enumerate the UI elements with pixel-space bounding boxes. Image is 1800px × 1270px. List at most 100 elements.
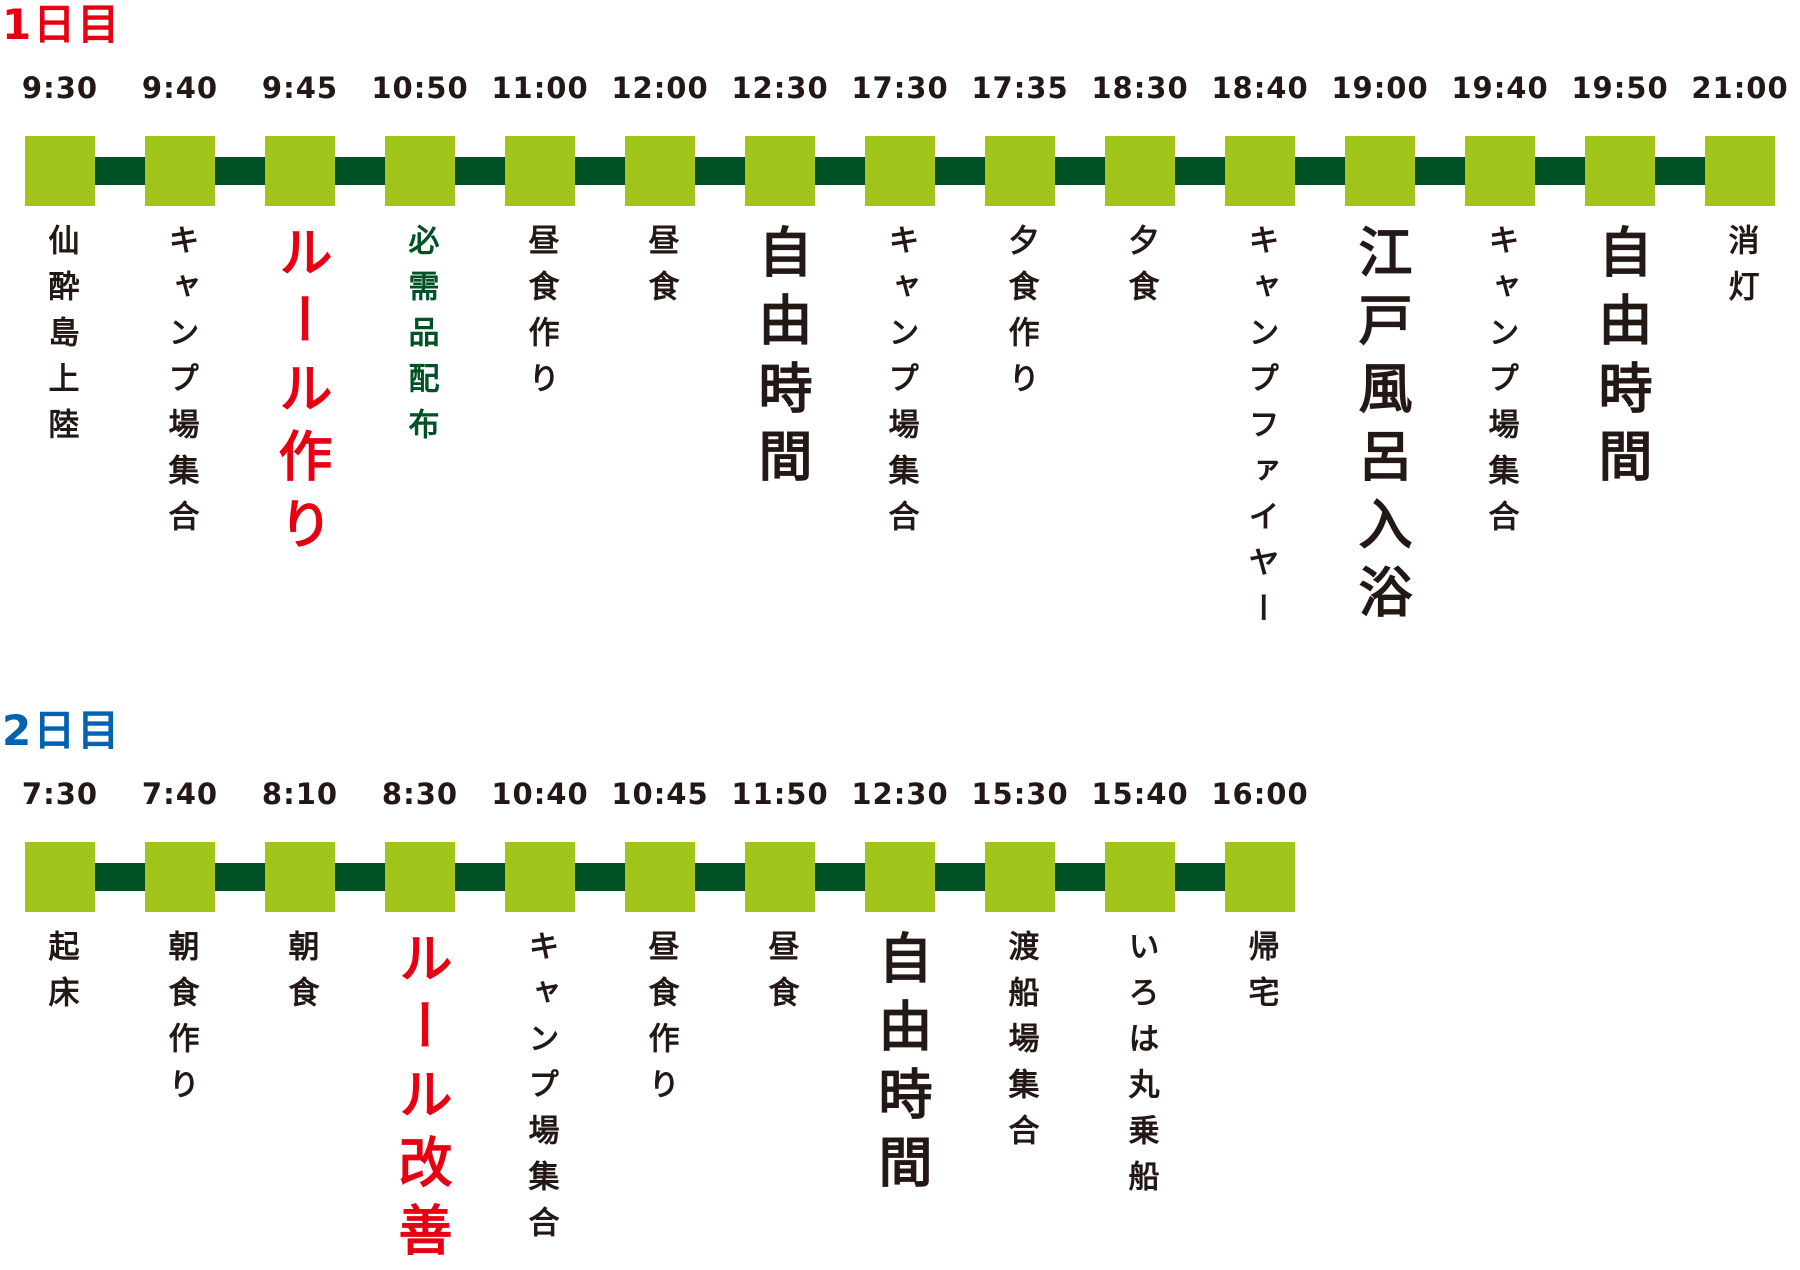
stop-node xyxy=(1705,136,1775,206)
stop-node xyxy=(145,842,215,912)
stop-time: 15:30 xyxy=(971,777,1069,811)
stop-label: 江戸風呂入浴 xyxy=(1320,224,1440,632)
stop-label-text: 自由時間 xyxy=(869,930,932,1202)
day-1-title: 1日目 xyxy=(2,0,122,49)
stop-label-text: 起床 xyxy=(42,930,79,1022)
stop-time: 12:30 xyxy=(731,71,829,105)
stop-node xyxy=(1105,136,1175,206)
stop-label: 昼食作り xyxy=(480,224,600,408)
stop-label: 昼食 xyxy=(600,224,720,316)
stop-node xyxy=(745,842,815,912)
stop-node xyxy=(745,136,815,206)
stop-node xyxy=(625,842,695,912)
stop-time: 11:00 xyxy=(491,71,589,105)
stop-label-text: 昼食作り xyxy=(522,224,559,408)
stop-time: 9:40 xyxy=(141,71,219,105)
stop-time: 10:45 xyxy=(611,777,709,811)
day-2-timeline: 7:30 起床 7:40 朝食作り 8:10 朝食 8:30 ルール改善 10:40 キャンプ場集… xyxy=(0,777,1777,1270)
stop-label: キャンプ場集合 xyxy=(840,224,960,546)
stop-node xyxy=(1465,136,1535,206)
stop-label-text: 昼食 xyxy=(762,930,799,1022)
stop-label-text: 消灯 xyxy=(1722,224,1759,316)
stop-time: 19:40 xyxy=(1451,71,1549,105)
stop-label: キャンプファイヤー xyxy=(1200,224,1320,638)
day-1-timeline: 9:30 仙酔島上陸 9:40 キャンプ場集合 9:45 ルール作り 10:50 必需品配布 1… xyxy=(0,71,1788,639)
stop-label: 昼食 xyxy=(720,930,840,1022)
stop-label-text: キャンプ場集合 xyxy=(1482,224,1519,546)
stop-time: 9:45 xyxy=(261,71,339,105)
stop-label-text: 帰宅 xyxy=(1242,930,1279,1022)
stop-label-text: 自由時間 xyxy=(749,224,812,496)
stop-label: 朝食作り xyxy=(120,930,240,1114)
stop-label-text: キャンプ場集合 xyxy=(162,224,199,546)
stop-label: 必需品配布 xyxy=(360,224,480,454)
stop-node xyxy=(1225,842,1295,912)
stop-label: 夕食作り xyxy=(960,224,1080,408)
stop-node xyxy=(1585,136,1655,206)
stop-time: 16:00 xyxy=(1211,777,1309,811)
stop-label-text: キャンプファイヤー xyxy=(1242,224,1279,638)
day-2-title: 2日目 xyxy=(2,706,122,755)
stop-time: 12:00 xyxy=(611,71,709,105)
stop-node xyxy=(25,842,95,912)
stop-label-text: 仙酔島上陸 xyxy=(42,224,79,454)
stop-time: 9:30 xyxy=(21,71,99,105)
stop-node xyxy=(385,842,455,912)
stop-label: 帰宅 xyxy=(1200,930,1320,1022)
stop-label-text: 夕食 xyxy=(1122,224,1159,316)
stop-time: 19:00 xyxy=(1331,71,1429,105)
stop-label: キャンプ場集合 xyxy=(1440,224,1560,546)
stop-label: 自由時間 xyxy=(720,224,840,496)
stop-label: 自由時間 xyxy=(840,930,960,1202)
stop-label: 自由時間 xyxy=(1560,224,1680,496)
stop-label-text: 必需品配布 xyxy=(402,224,439,454)
stop-label-text: 自由時間 xyxy=(1589,224,1652,496)
stop-time: 19:50 xyxy=(1571,71,1669,105)
stop-label-text: 朝食作り xyxy=(162,930,199,1114)
stop-label: キャンプ場集合 xyxy=(480,930,600,1252)
stop-node xyxy=(985,136,1055,206)
stop-time: 18:40 xyxy=(1211,71,1309,105)
stop-node xyxy=(385,136,455,206)
stop-node xyxy=(985,842,1055,912)
stop-label: ルール作り xyxy=(240,224,360,564)
stop-node xyxy=(265,842,335,912)
stop-label-text: 昼食 xyxy=(642,224,679,316)
stop-label-text: キャンプ場集合 xyxy=(882,224,919,546)
stop-node xyxy=(1345,136,1415,206)
stop-node xyxy=(265,136,335,206)
stop-time: 17:30 xyxy=(851,71,949,105)
stop-time: 12:30 xyxy=(851,777,949,811)
stop-label: 昼食作り xyxy=(600,930,720,1114)
stop-label-text: 朝食 xyxy=(282,930,319,1022)
stop-label: キャンプ場集合 xyxy=(120,224,240,546)
stop-time: 10:40 xyxy=(491,777,589,811)
stop-time: 18:30 xyxy=(1091,71,1189,105)
stop-label: 消灯 xyxy=(1680,224,1800,316)
stop-label-text: いろは丸乗船 xyxy=(1122,930,1159,1206)
stop-label: 起床 xyxy=(0,930,120,1022)
stop-time: 7:30 xyxy=(21,777,99,811)
stop-label: 渡船場集合 xyxy=(960,930,1080,1160)
stop-time: 8:10 xyxy=(261,777,339,811)
stop-label-text: 昼食作り xyxy=(642,930,679,1114)
stop-node xyxy=(1105,842,1175,912)
stop-time: 17:35 xyxy=(971,71,1069,105)
stop-label-text: 夕食作り xyxy=(1002,224,1039,408)
stop-time: 8:30 xyxy=(381,777,459,811)
stop-label: 仙酔島上陸 xyxy=(0,224,120,454)
stop-time: 10:50 xyxy=(371,71,469,105)
stop-node xyxy=(865,842,935,912)
stop-time: 7:40 xyxy=(141,777,219,811)
stop-node xyxy=(505,842,575,912)
stop-label: ルール改善 xyxy=(360,930,480,1270)
stop-time: 11:50 xyxy=(731,777,829,811)
stop-label-text: キャンプ場集合 xyxy=(522,930,559,1252)
stop-node xyxy=(1225,136,1295,206)
stop-time: 15:40 xyxy=(1091,777,1189,811)
stop-node xyxy=(145,136,215,206)
stop-label-text: 江戸風呂入浴 xyxy=(1349,224,1412,632)
stop-label: 朝食 xyxy=(240,930,360,1022)
stop-label: 夕食 xyxy=(1080,224,1200,316)
stop-node xyxy=(865,136,935,206)
